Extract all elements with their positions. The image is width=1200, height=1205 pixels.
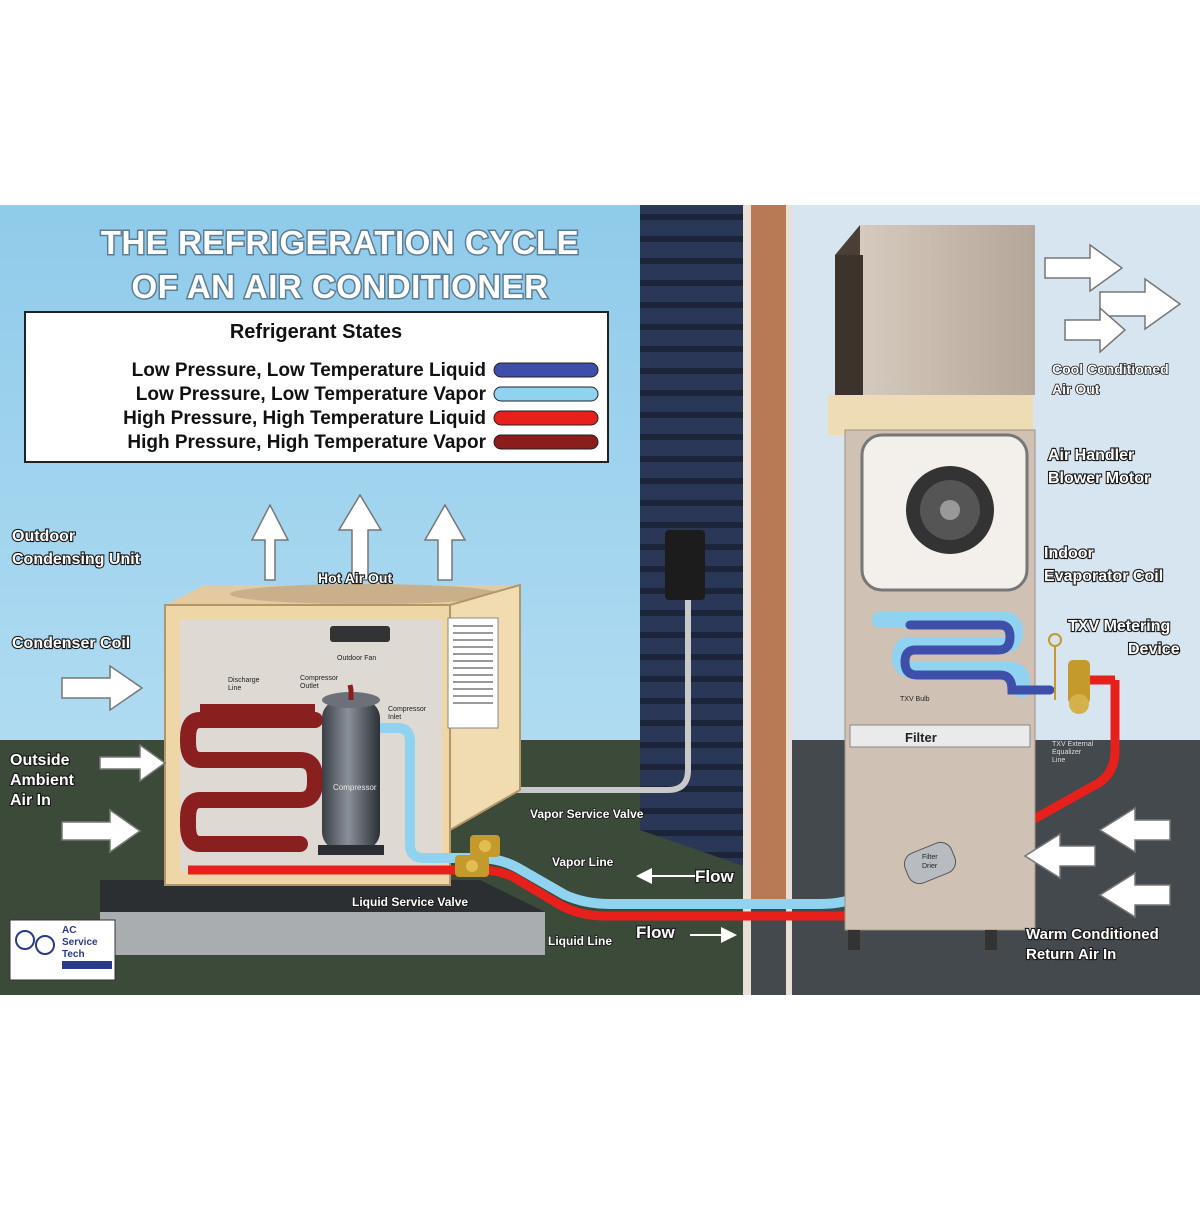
outside-air-arrow bbox=[61, 808, 142, 854]
filter-drier bbox=[903, 841, 957, 885]
legend-item-label: Low Pressure, Low Temperature Liquid bbox=[132, 360, 486, 381]
electrical-whip bbox=[505, 600, 691, 793]
condenser-coil bbox=[180, 712, 323, 852]
label-txv-bulb: TXV Bulb bbox=[900, 696, 930, 703]
return-air-arrow bbox=[1098, 871, 1171, 919]
label-vapor-service-valve: Vapor Service Valve bbox=[530, 807, 644, 821]
evaporator-coil-outer bbox=[872, 612, 1030, 698]
return-air-arrow bbox=[1098, 806, 1171, 854]
hot-air-arrow bbox=[250, 503, 290, 581]
compressor bbox=[318, 684, 384, 855]
wiring-diagram-sticker bbox=[447, 617, 499, 729]
legend-swatch bbox=[493, 386, 599, 402]
label-vapor-line: Vapor Line bbox=[552, 855, 614, 869]
label-hot-air-out: Hot Air Out bbox=[318, 570, 392, 586]
outside-air-arrow bbox=[99, 743, 167, 783]
cool-air-arrow bbox=[1064, 306, 1127, 354]
return-air-arrow bbox=[1023, 832, 1096, 880]
legend-swatch bbox=[493, 410, 599, 426]
label-condenser-coil: Condenser Coil bbox=[12, 635, 130, 652]
drywall-edge bbox=[743, 205, 751, 995]
title-line-2: OF AN AIR CONDITIONER bbox=[132, 268, 549, 305]
wall-stud bbox=[750, 205, 788, 905]
liquid-line bbox=[188, 680, 1120, 921]
label-flow-vapor: Flow bbox=[695, 867, 734, 886]
label-flow-liquid: Flow bbox=[636, 923, 675, 942]
outside-air-arrow bbox=[61, 664, 144, 712]
outdoor-condensing-unit bbox=[164, 583, 521, 886]
legend-heading: Refrigerant States bbox=[230, 321, 402, 343]
legend: Refrigerant States Low Pressure, Low Tem… bbox=[24, 311, 609, 463]
label-liquid-line: Liquid Line bbox=[548, 934, 612, 948]
label-filter: Filter bbox=[905, 730, 937, 745]
hot-air-arrow bbox=[423, 503, 467, 581]
txv-valve bbox=[1048, 633, 1090, 714]
evaporator-coil-inner bbox=[900, 620, 1055, 695]
legend-swatch bbox=[493, 362, 599, 378]
hot-air-arrow bbox=[337, 493, 383, 581]
outdoor-fan bbox=[330, 626, 390, 642]
cool-air-arrow bbox=[1044, 243, 1124, 293]
label-outdoor-fan: Outdoor Fan bbox=[337, 655, 376, 662]
filter-slot bbox=[849, 724, 1031, 748]
title-line-1: THE REFRIGERATION CYCLE bbox=[101, 224, 579, 261]
legend-item-label: High Pressure, High Temperature Vapor bbox=[127, 432, 486, 453]
air-handler bbox=[828, 225, 1036, 950]
label-liquid-service-valve: Liquid Service Valve bbox=[352, 895, 468, 909]
legend-item-label: Low Pressure, Low Temperature Vapor bbox=[136, 384, 487, 405]
ac-service-tech-logo: AC Service Tech bbox=[9, 919, 116, 981]
service-valves bbox=[455, 835, 500, 877]
air-arrows bbox=[61, 243, 1182, 919]
svg-text:AC Service Tech: AC Service Tech bbox=[62, 925, 100, 960]
legend-swatch bbox=[493, 434, 599, 450]
label-compressor: Compressor bbox=[333, 783, 377, 792]
legend-item-label: High Pressure, High Temperature Liquid bbox=[123, 408, 486, 429]
electrical-disconnect bbox=[665, 530, 705, 600]
